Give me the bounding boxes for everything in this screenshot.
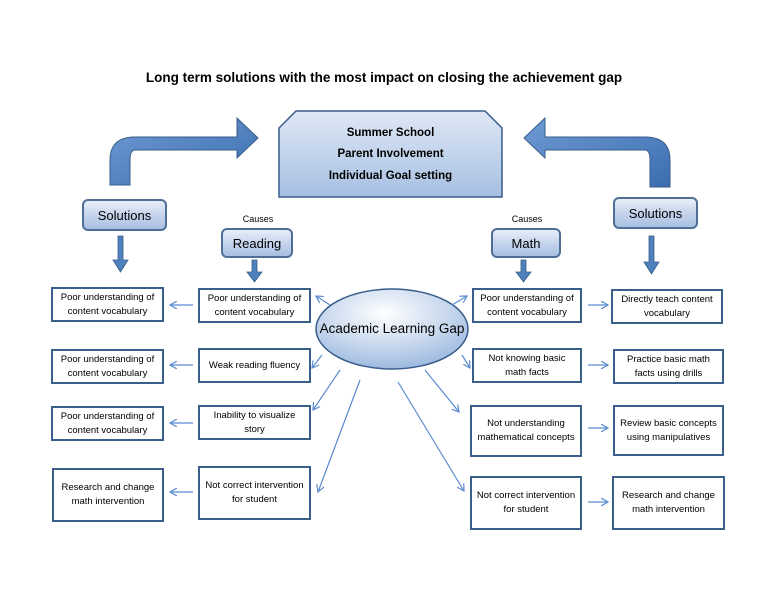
left-causes-caption: Causes — [242, 214, 274, 224]
top-line-parent-involvement: Parent Involvement — [337, 148, 444, 160]
math-category: Math — [491, 228, 561, 258]
right-solution-box: Research and change math intervention — [612, 476, 725, 530]
left-solution-box: Poor understanding of content vocabulary — [51, 287, 164, 322]
right-solution-box: Review basic concepts using manipulative… — [613, 405, 724, 456]
right-big-curved-arrow — [523, 116, 671, 188]
math-cause-box: Not correct intervention for student — [470, 476, 582, 530]
down-arrow-left-solutions — [112, 235, 129, 273]
reading-cause-box: Weak reading fluency — [198, 348, 311, 383]
math-cause-box: Not knowing basic math facts — [472, 348, 582, 383]
math-cause-box: Poor understanding of content vocabulary — [472, 288, 582, 323]
reading-cause-box: Inability to visualize story — [198, 405, 311, 440]
diagram-title: Long term solutions with the most impact… — [145, 70, 623, 85]
reading-cause-box: Not correct intervention for student — [198, 466, 311, 520]
left-solutions-label: Solutions — [82, 199, 167, 231]
top-line-summer-school: Summer School — [346, 126, 435, 139]
left-solution-box: Research and change math intervention — [52, 468, 164, 522]
right-solution-box: Directly teach content vocabulary — [611, 289, 723, 324]
top-solutions-box — [278, 110, 503, 198]
academic-learning-gap-oval — [315, 288, 469, 370]
reading-cause-box: Poor understanding of content vocabulary — [198, 288, 311, 323]
left-solution-box: Poor understanding of content vocabulary — [51, 406, 164, 441]
right-solutions-label: Solutions — [613, 197, 698, 229]
left-solution-box: Poor understanding of content vocabulary — [51, 349, 164, 384]
top-solutions-text: Summer School Parent Involvement Individ… — [279, 111, 502, 197]
down-arrow-right-solutions — [643, 235, 660, 275]
left-big-curved-arrow — [109, 116, 259, 186]
right-solution-box: Practice basic math facts using drills — [613, 349, 724, 384]
reading-category: Reading — [221, 228, 293, 258]
down-arrow-math — [515, 259, 532, 283]
math-cause-box: Not understanding mathematical concepts — [470, 405, 582, 457]
top-line-goal-setting: Individual Goal setting — [328, 169, 453, 182]
down-arrow-reading — [246, 259, 263, 283]
right-causes-caption: Causes — [511, 214, 543, 224]
center-label: Academic Learning Gap — [319, 321, 465, 336]
